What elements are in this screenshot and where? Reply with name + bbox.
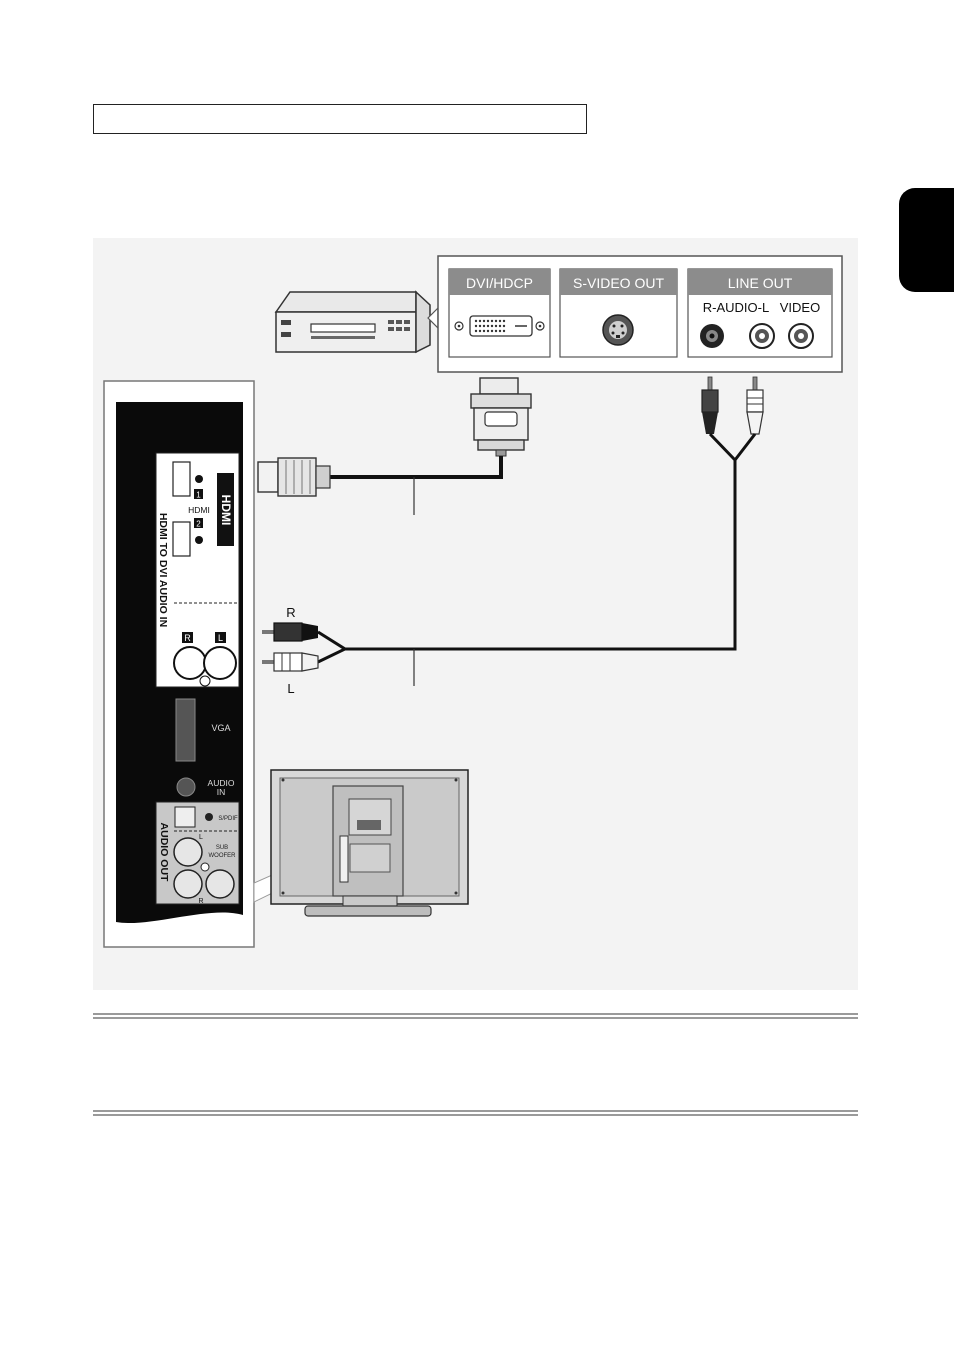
subwoofer-jack <box>205 869 235 899</box>
hdmi-port-2 <box>172 521 191 557</box>
hdmi-port-1 <box>172 461 191 497</box>
svideo-label: S-VIDEO OUT <box>573 275 664 291</box>
svg-text:HDMI: HDMI <box>219 495 233 526</box>
svideo-output-box: S-VIDEO OUT <box>559 268 678 358</box>
hdmi-port-label: HDMI <box>188 505 210 515</box>
audio-out-l-jack <box>173 837 203 867</box>
connection-diagram-svg: DVI/HDCP S-VIDEO OUT LINE OUT R-AUDIO-L … <box>103 255 843 948</box>
section-header-box <box>93 104 587 134</box>
audio-in-line2: IN <box>217 787 226 797</box>
audio-rl-label: R-AUDIO-L <box>703 300 769 315</box>
lineout-label: LINE OUT <box>728 275 793 291</box>
audio-out-label: AUDIO OUT <box>158 823 170 883</box>
hdmi-dvi-audio-label: HDMI TO DVI AUDIO IN <box>157 513 169 627</box>
hdmi-port2-number: 2 <box>196 520 201 529</box>
sub-line1: SUB <box>216 845 228 851</box>
dvi-output-box: DVI/HDCP <box>448 268 551 358</box>
spdif-port <box>174 806 196 828</box>
section-rule-bottom <box>93 1110 858 1116</box>
audio-out-small-r: R <box>198 898 203 905</box>
dvi-plug-icon <box>470 377 532 457</box>
audio-in-jack <box>176 777 196 797</box>
rca-plug-r-tv-icon <box>262 622 318 642</box>
audio-in-line1: AUDIO <box>208 778 235 788</box>
cable-l-label: L <box>287 681 294 696</box>
hdmi-logo: HDMI <box>217 473 234 546</box>
connection-diagram: DVI/HDCP S-VIDEO OUT LINE OUT R-AUDIO-L … <box>93 238 858 990</box>
sub-line2: WOOFER <box>209 853 237 859</box>
rca-jack-video-icon <box>788 323 814 349</box>
hdmi-plug-icon <box>257 457 331 497</box>
audio-out-small-l: L <box>199 834 203 841</box>
rca-plug-l-tv-icon <box>262 652 319 672</box>
dvd-player-icon <box>274 290 431 354</box>
rca-plug-white-icon <box>746 376 764 435</box>
cable-r-label: R <box>286 605 295 620</box>
video-label: VIDEO <box>780 300 820 315</box>
tv-back-illustration <box>270 769 469 917</box>
audio-in-r-jack <box>173 646 207 680</box>
audio-in-l-label: L <box>218 633 223 643</box>
spdif-label: S/PDIF <box>218 816 238 822</box>
side-language-tab <box>899 188 954 292</box>
hdmi-port1-number: 1 <box>196 491 201 500</box>
audio-in-l-jack <box>203 646 237 680</box>
lineout-output-box: LINE OUT R-AUDIO-L VIDEO <box>687 268 833 358</box>
vga-label: VGA <box>211 723 230 733</box>
dvi-label: DVI/HDCP <box>466 275 533 291</box>
rca-plug-red-icon <box>701 376 719 434</box>
audio-in-r-label: R <box>184 633 191 643</box>
rca-jack-l-icon <box>749 323 775 349</box>
section-rule-top <box>93 1013 858 1019</box>
vga-port <box>175 698 196 762</box>
rca-jack-r-icon <box>700 324 724 348</box>
audio-out-r-jack <box>173 869 203 899</box>
